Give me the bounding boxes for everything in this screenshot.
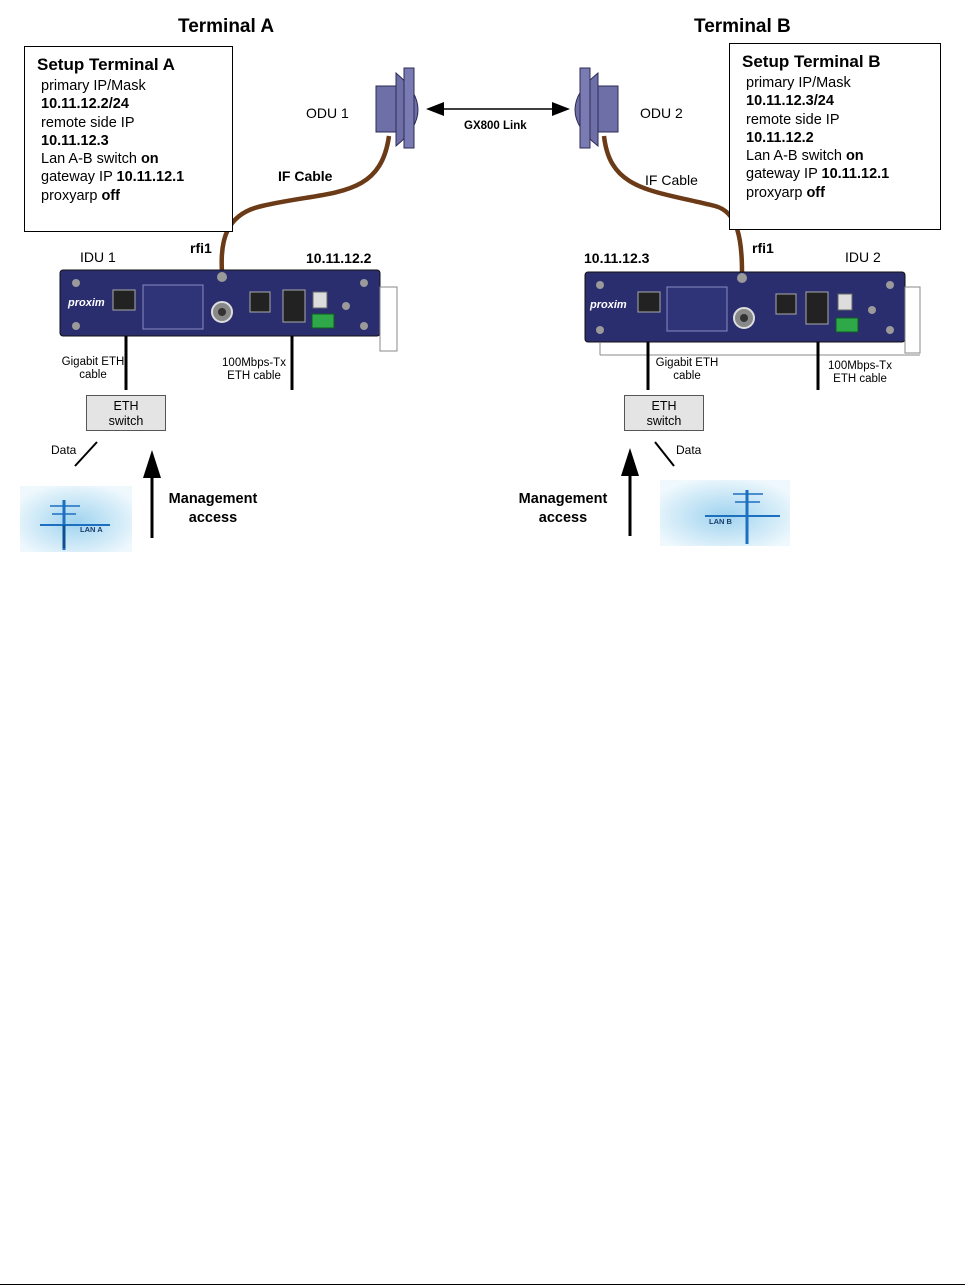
- proxy-line-b: proxyarp off: [742, 184, 940, 202]
- data-label-b: Data: [676, 443, 702, 457]
- link-label: GX800 Link: [464, 120, 527, 132]
- idu-2-label: IDU 2: [845, 249, 881, 265]
- management-label-a-line1: Management: [168, 491, 258, 507]
- gigabit-label-b: Gigabit ETH cable: [652, 357, 722, 383]
- gateway-line-b: gateway IP 10.11.12.1: [742, 165, 940, 183]
- lan-switch-line-a: Lan A-B switch on: [37, 150, 232, 168]
- fast-label-b-line1: 100Mbps-Tx: [828, 360, 892, 372]
- gateway-label-b: gateway IP: [746, 166, 818, 183]
- remote-value-b: 10.11.12.2: [746, 129, 814, 146]
- data-label-a: Data: [51, 443, 77, 457]
- idu-1-unit: proxim: [59, 269, 398, 352]
- gateway-value-a: 10.11.12.1: [116, 169, 185, 186]
- eth-switch-b-line2: switch: [646, 414, 682, 428]
- rfi-label-b: rfi1: [752, 240, 774, 256]
- odu-1-label: ODU 1: [306, 105, 349, 121]
- primary-label-a: primary IP/Mask: [41, 78, 146, 94]
- proxy-line-a: proxyarp off: [37, 187, 232, 205]
- if-cable-label-b: IF Cable: [645, 172, 698, 188]
- terminal-a-title: Terminal A: [178, 16, 275, 37]
- eth-switch-b: ETH switch: [624, 395, 704, 431]
- proxy-label-b: proxyarp: [746, 184, 803, 201]
- gigabit-label-a-line1: Gigabit ETH: [61, 356, 125, 368]
- lan-b-label: LAN B: [709, 517, 732, 526]
- primary-value-a: 10.11.12.2/24: [41, 96, 129, 113]
- lan-switch-line-b: Lan A-B switch on: [742, 147, 940, 165]
- gigabit-label-b-line1: Gigabit ETH: [655, 357, 719, 369]
- if-cable-label-a: IF Cable: [278, 168, 333, 184]
- management-label-a-line2: access: [188, 510, 238, 526]
- remote-label-a: remote side IP: [41, 114, 135, 131]
- primary-label-b: primary IP/Mask: [746, 75, 851, 91]
- lan-value-a: on: [140, 151, 159, 168]
- proxy-value-a: off: [101, 187, 120, 204]
- link-arrow: [426, 102, 570, 116]
- data-line-b: [654, 441, 675, 467]
- fast-label-b: 100Mbps-Tx ETH cable: [822, 360, 898, 386]
- management-arrow-b: [621, 448, 639, 536]
- eth-switch-b-line1: ETH: [651, 399, 677, 413]
- remote-value-a: 10.11.12.3: [41, 132, 109, 149]
- lan-a-label: LAN A: [80, 525, 103, 534]
- setup-title-b: Setup Terminal B: [742, 52, 881, 71]
- if-cable-b: [601, 135, 745, 273]
- management-label-b-line1: Management: [518, 491, 608, 507]
- gateway-label-a: gateway IP: [41, 169, 113, 186]
- svg-text:proxim: proxim: [67, 297, 105, 309]
- proxy-label-a: proxyarp: [41, 187, 98, 204]
- setup-box-terminal-a: Setup Terminal A primary IP/Mask 10.11.1…: [24, 46, 233, 232]
- network-diagram-graphics: proxim proxim: [20, 67, 921, 552]
- data-line-a: [74, 441, 98, 467]
- eth-switch-a-line1: ETH: [113, 399, 139, 413]
- proxy-value-b: off: [806, 184, 825, 201]
- idu-1-label: IDU 1: [80, 249, 116, 265]
- management-label-b: Management access: [513, 490, 613, 528]
- gigabit-label-a-line2: cable: [79, 369, 107, 381]
- management-label-a: Management access: [163, 490, 263, 528]
- fast-label-a: 100Mbps-Tx ETH cable: [214, 357, 294, 383]
- eth-switch-a-line2: switch: [108, 414, 144, 428]
- remote-label-b: remote side IP: [746, 111, 840, 128]
- odu-2-label: ODU 2: [640, 105, 683, 121]
- idu-2-unit: proxim: [584, 271, 921, 356]
- lan-label-b: Lan A-B switch: [746, 148, 842, 165]
- lan-b-icon: [660, 480, 790, 546]
- eth-switch-a: ETH switch: [86, 395, 166, 431]
- gigabit-label-b-line2: cable: [673, 370, 701, 382]
- page-bottom-rule: [0, 1284, 965, 1285]
- setup-title-a: Setup Terminal A: [37, 55, 175, 74]
- management-arrow-a: [143, 450, 161, 538]
- ip-label-b: 10.11.12.3: [584, 250, 650, 266]
- svg-text:proxim: proxim: [589, 299, 627, 311]
- lan-label-a: Lan A-B switch: [41, 151, 137, 168]
- fast-label-a-line2: ETH cable: [227, 370, 281, 382]
- fast-label-b-line2: ETH cable: [833, 373, 887, 385]
- odu-2-antenna: [574, 67, 619, 149]
- gigabit-label-a: Gigabit ETH cable: [60, 356, 126, 382]
- fast-label-a-line1: 100Mbps-Tx: [222, 357, 286, 369]
- gateway-value-b: 10.11.12.1: [821, 166, 890, 183]
- lan-a-icon: [20, 486, 132, 552]
- primary-value-b: 10.11.12.3/24: [746, 93, 834, 110]
- rfi-label-a: rfi1: [190, 240, 212, 256]
- setup-box-terminal-b: Setup Terminal B primary IP/Mask 10.11.1…: [729, 43, 941, 230]
- management-label-b-line2: access: [538, 510, 588, 526]
- terminal-b-title: Terminal B: [694, 16, 791, 37]
- gateway-line-a: gateway IP 10.11.12.1: [37, 168, 232, 186]
- if-cable-a: [219, 135, 392, 273]
- odu-1-antenna: [375, 67, 419, 149]
- ip-label-a: 10.11.12.2: [306, 250, 372, 266]
- lan-value-b: on: [845, 148, 864, 165]
